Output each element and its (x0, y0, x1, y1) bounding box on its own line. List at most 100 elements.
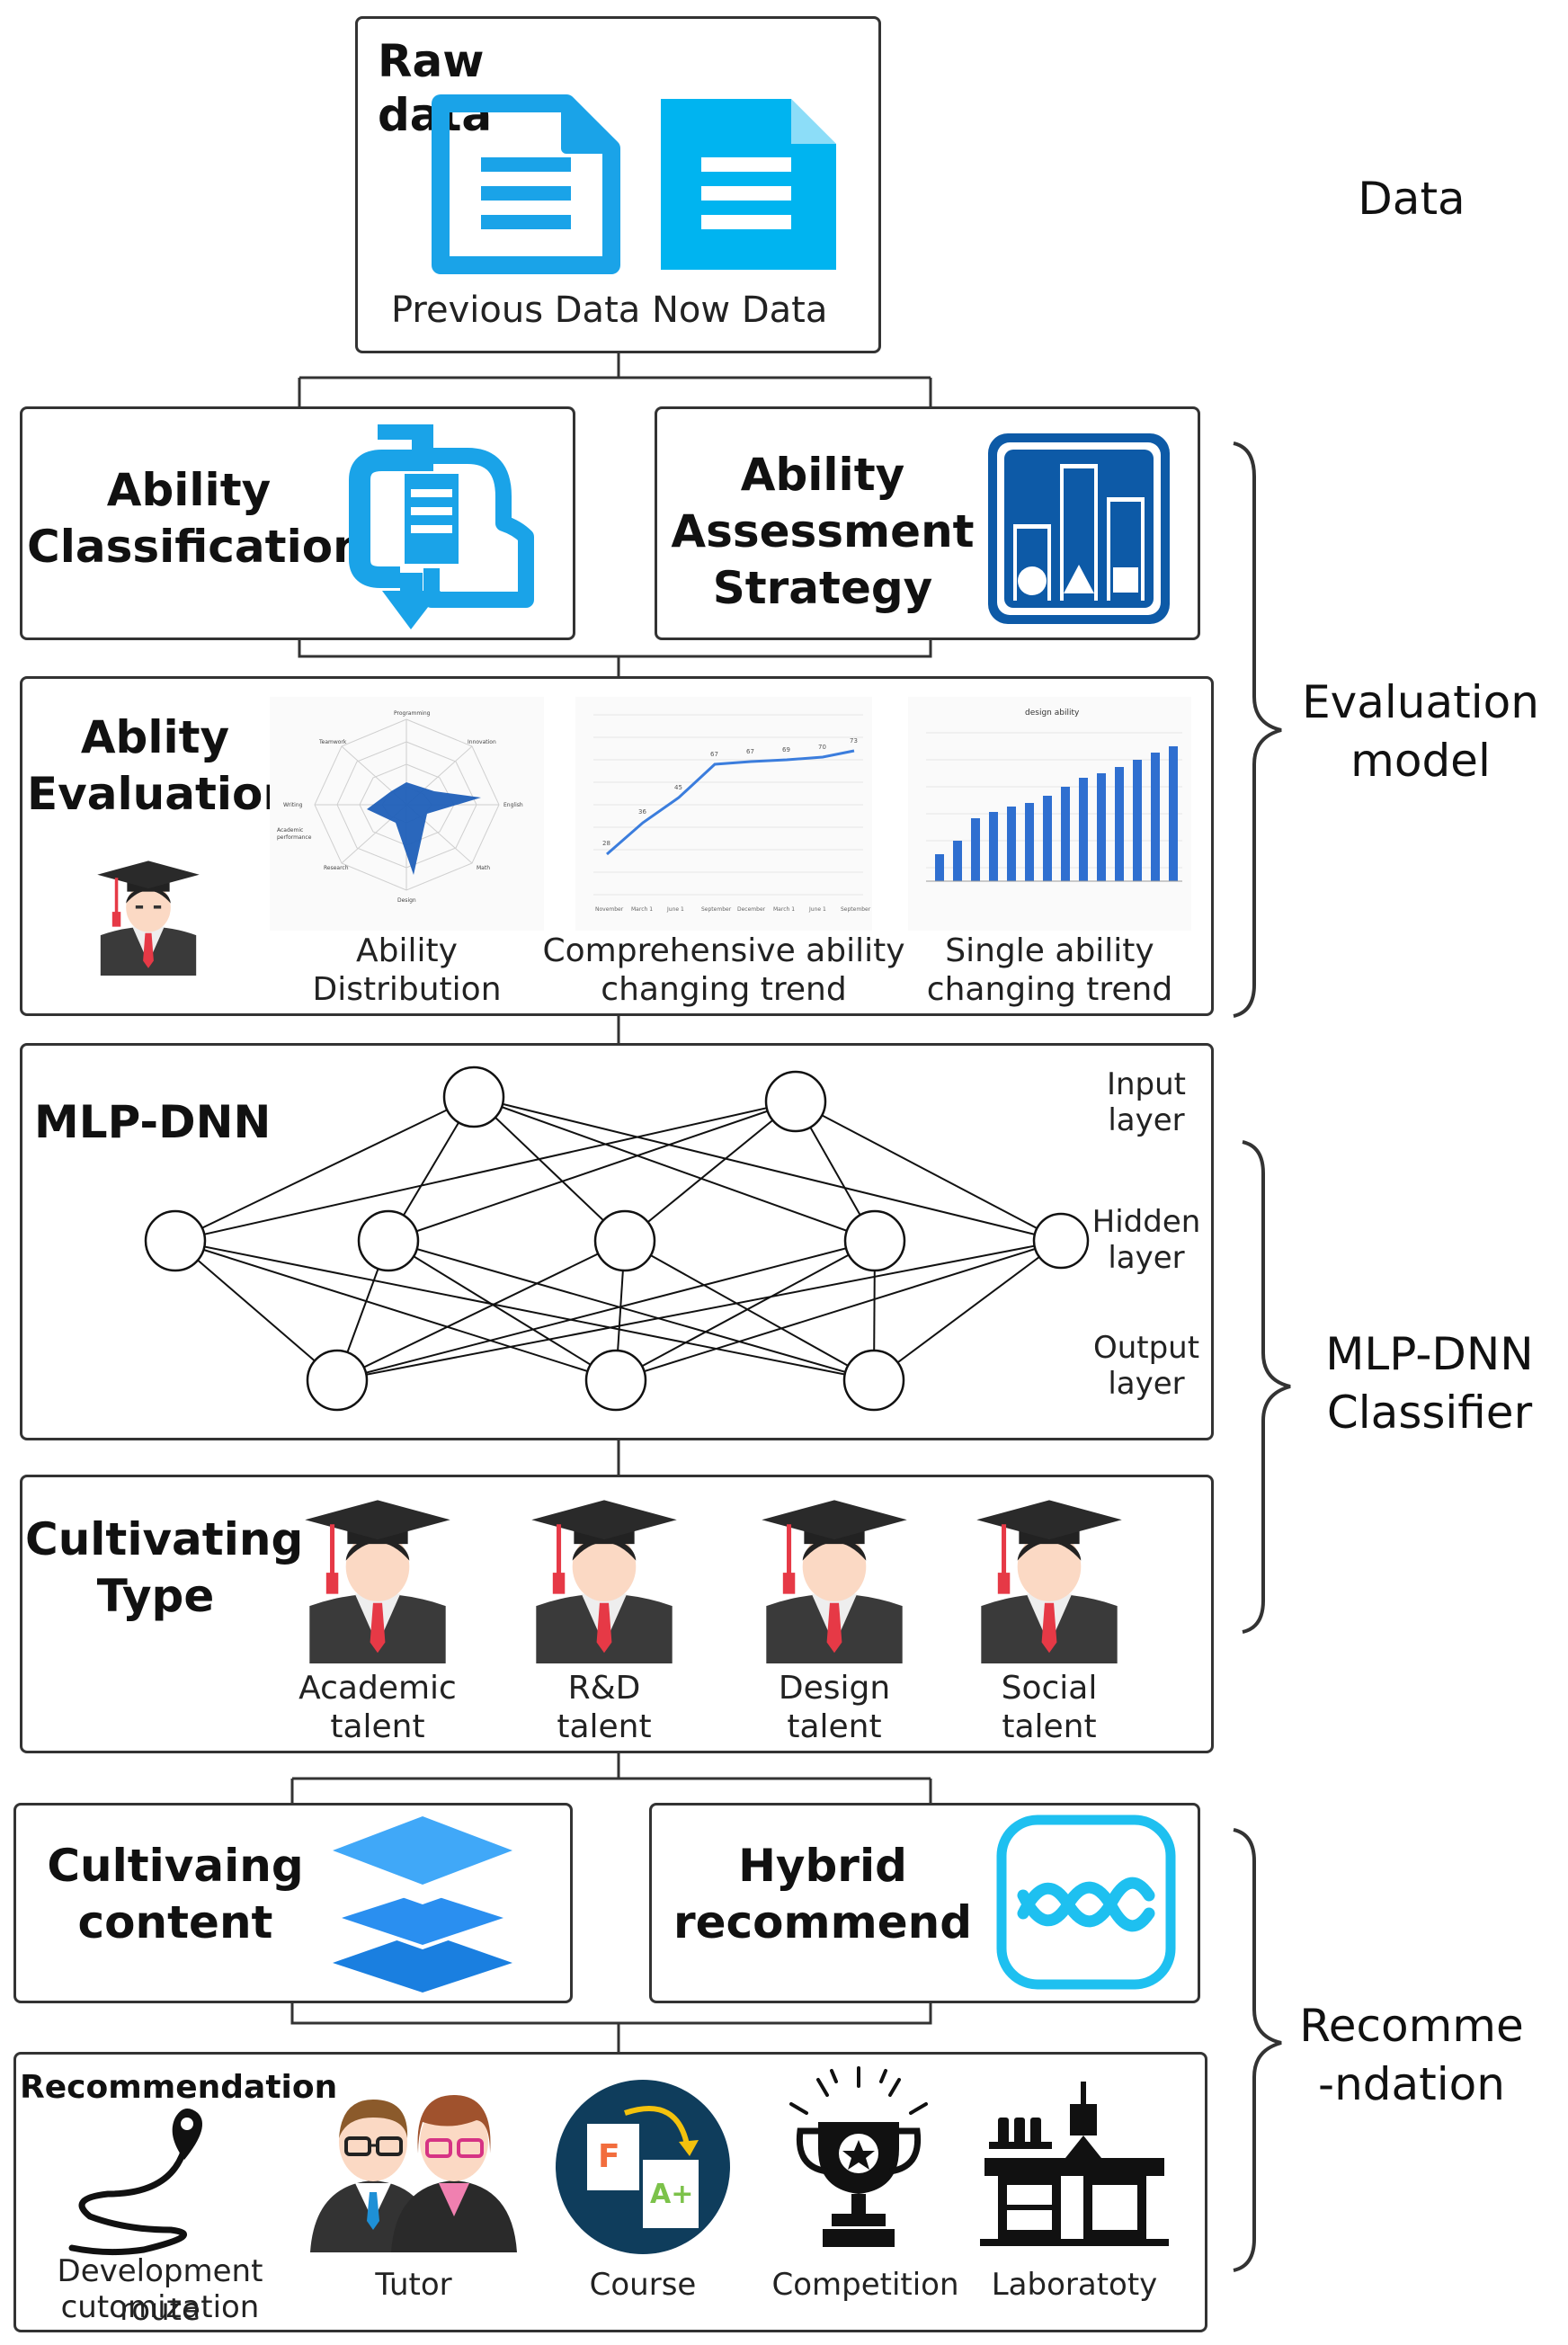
hidden-layer-line1: Hidden (1091, 1204, 1201, 1240)
hidden-node (843, 1209, 906, 1272)
cultivating-content-line1: Cultivaing (47, 1840, 304, 1892)
svg-text:June 1: June 1 (808, 906, 826, 913)
now-data-label: Now Data (652, 290, 828, 331)
hidden-node (1032, 1212, 1090, 1270)
rd-talent-icon (531, 1500, 677, 1663)
course-caption: Course (589, 2267, 697, 2303)
hybrid-recommend-line2: recommend (673, 1896, 973, 1948)
graduate-student-icon (97, 860, 200, 976)
svg-text:73: 73 (850, 737, 858, 745)
svg-text:67: 67 (746, 748, 754, 755)
talent-label-social-line2: talent (1002, 1708, 1097, 1745)
svg-text:45: 45 (674, 784, 682, 791)
single-chart-title: design ability (1025, 709, 1080, 718)
output-layer-line1: Output (1092, 1330, 1200, 1366)
mlp-dnn-title: MLP-DNN (34, 1096, 272, 1148)
design-talent-icon (762, 1500, 907, 1663)
radar-shape (367, 782, 481, 875)
side-label-evaluation-line2: model (1350, 735, 1491, 787)
output-node (584, 1349, 647, 1412)
single-caption-line2: changing trend (926, 971, 1173, 1008)
svg-text:English: English (503, 802, 523, 808)
bar-chart-shapes-icon (988, 433, 1170, 624)
laboratory-caption: Laboratoty (991, 2267, 1158, 2303)
ability-classification-line1: Ability (106, 464, 272, 516)
layers-stack-icon (333, 1816, 512, 1993)
svg-text:Programming: Programming (394, 710, 431, 717)
previous-data-label: Previous Data (391, 290, 641, 331)
svg-text:November: November (595, 906, 624, 913)
comprehensive-caption-line1: Comprehensive ability (542, 932, 905, 969)
laboratory-icon (980, 2082, 1169, 2246)
svg-text:Innovation: Innovation (468, 739, 496, 745)
recommendation-title: Recommendation (20, 2069, 338, 2106)
comprehensive-caption-line2: changing trend (601, 971, 847, 1008)
svg-text:69: 69 (782, 746, 790, 753)
hidden-node (593, 1209, 656, 1272)
input-layer-line1: Input (1106, 1066, 1187, 1102)
cultivating-content-line2: content (77, 1896, 273, 1948)
svg-text:September: September (841, 906, 871, 913)
svg-text:70: 70 (818, 744, 826, 751)
hybrid-recommend-line1: Hybrid (738, 1840, 907, 1892)
cultivating-type-line1: Cultivating (25, 1513, 304, 1565)
competition-trophy-icon (789, 2066, 928, 2247)
ability-classification-line2: Classification (27, 521, 365, 573)
ability-assessment-line2: Assessment (671, 505, 975, 557)
svg-text:Research: Research (324, 865, 349, 871)
tutor-caption: Tutor (375, 2267, 452, 2303)
side-label-evaluation-line1: Evaluation (1302, 676, 1539, 728)
route-caption-line2: cutomization (60, 2289, 260, 2325)
radar-chart: Programming Innovation English Math Desi… (270, 697, 544, 931)
comprehensive-trend-line (606, 749, 855, 856)
svg-text:Academic: Academic (277, 827, 303, 834)
input-node (442, 1066, 505, 1128)
cultivating-type-line2: Type (96, 1570, 215, 1622)
input-layer-line2: layer (1108, 1102, 1185, 1138)
talent-label-design-line1: Design (778, 1670, 891, 1707)
svg-text:March 1: March 1 (631, 906, 653, 913)
single-ability-bar-chart: design ability (908, 697, 1191, 931)
grade-f-label: F (598, 2138, 620, 2175)
svg-text:Math: Math (477, 865, 490, 871)
ability-distribution-line2: Distribution (312, 971, 502, 1008)
now-data-file-icon (661, 99, 836, 270)
hidden-node (357, 1209, 420, 1272)
tutor-icon (310, 2095, 517, 2252)
svg-text:performance: performance (277, 834, 312, 841)
route-caption-line1: Development route (57, 2253, 263, 2328)
ability-classification-icon (349, 424, 534, 629)
talent-label-social-line1: Social (1001, 1670, 1098, 1707)
svg-text:March 1: March 1 (773, 906, 795, 913)
ability-evaluation-line2: Evaluation (27, 768, 295, 820)
side-label-mlp-line2: Classifier (1326, 1386, 1533, 1439)
talent-label-rd-line2: talent (557, 1708, 652, 1745)
competition-caption: Competition (771, 2267, 959, 2303)
svg-text:Design: Design (397, 897, 416, 904)
talent-label-rd-line1: R&D (567, 1670, 641, 1707)
single-caption-line1: Single ability (945, 932, 1154, 969)
side-label-mlp-line1: MLP-DNN (1325, 1328, 1534, 1380)
hidden-node (144, 1209, 207, 1272)
side-label-rec-line1: Recomme (1299, 2000, 1524, 2052)
route-path-icon (68, 2109, 202, 2256)
svg-text:28: 28 (602, 840, 610, 847)
grade-a-label: A+ (650, 2179, 693, 2210)
svg-text:September: September (701, 906, 732, 913)
output-node (306, 1349, 369, 1412)
svg-text:67: 67 (710, 751, 718, 758)
svg-text:June 1: June 1 (666, 906, 684, 913)
single-ability-bars (935, 746, 1178, 881)
wave-signal-icon (996, 1814, 1176, 1990)
svg-text:Writing: Writing (283, 802, 303, 808)
side-label-data: Data (1358, 173, 1466, 225)
svg-text:December: December (737, 906, 766, 913)
course-grade-icon: F A+ (556, 2080, 730, 2254)
svg-text:36: 36 (638, 808, 646, 816)
academic-talent-icon (305, 1500, 450, 1663)
output-node (842, 1349, 905, 1412)
ability-distribution-line1: Ability (356, 932, 458, 969)
talent-label-academic-line1: Academic (298, 1670, 457, 1707)
talent-label-design-line2: talent (787, 1708, 882, 1745)
